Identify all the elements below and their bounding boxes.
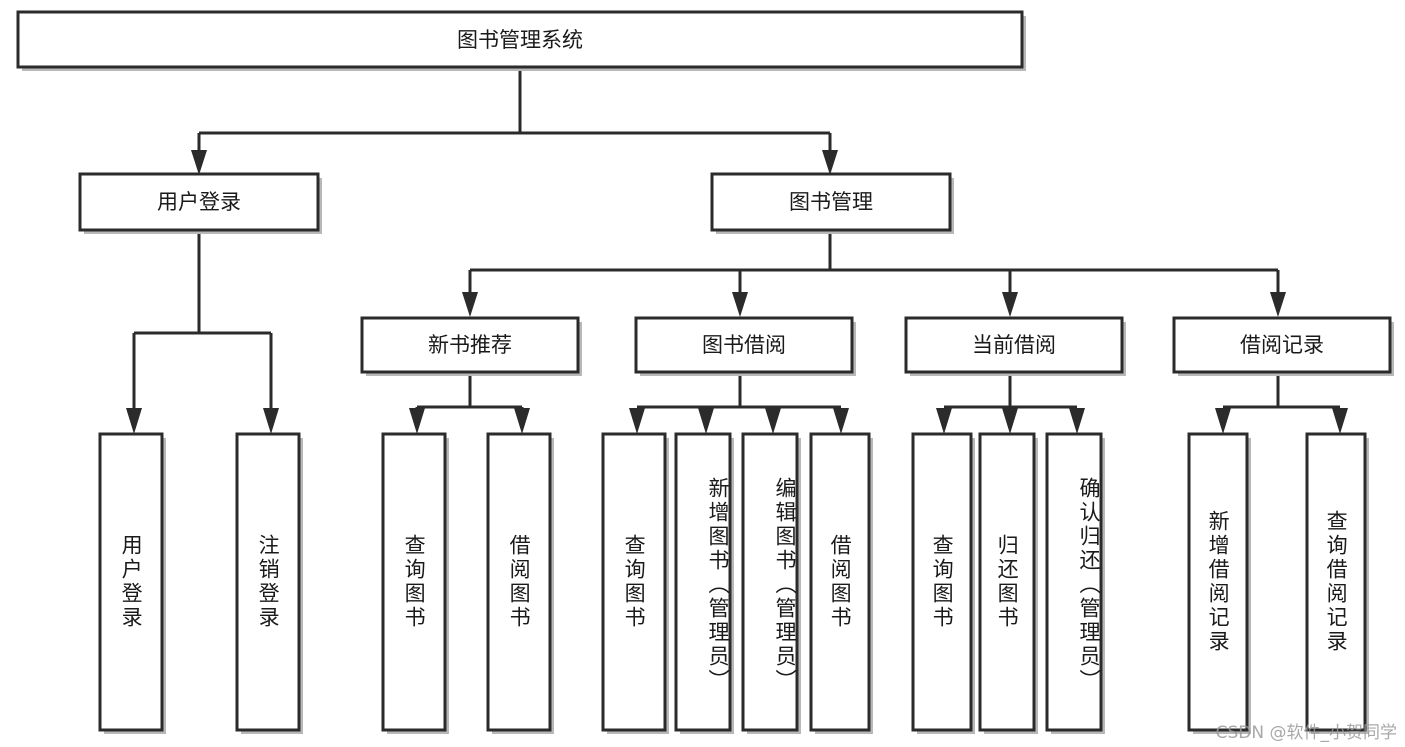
arrow-head-borrow <box>732 292 748 317</box>
node-current-borrow[interactable]: 当前借阅 <box>904 316 1126 376</box>
arrow-head-current-leaf-3 <box>1069 408 1085 434</box>
node-new-book-recommend-rect[interactable] <box>360 316 580 374</box>
leaf-4-rect[interactable] <box>601 432 667 732</box>
node-book-management[interactable]: 图书管理 <box>710 172 954 234</box>
watermark-text: CSDN @软件_小贺同学 <box>1215 723 1397 743</box>
arrow-head-current-leaf-2 <box>1002 408 1018 434</box>
arrow-head-login-leaf-1 <box>126 408 142 434</box>
leaf-7-rect[interactable] <box>809 432 871 732</box>
arrow-head-current-leaf-1 <box>936 408 952 434</box>
leaf-9-rect[interactable] <box>978 432 1036 732</box>
node-current-borrow-label: 当前借阅 <box>972 333 1056 357</box>
arrow-head-newbook-leaf-1 <box>409 408 425 434</box>
node-root-label: 图书管理系统 <box>457 28 583 52</box>
node-book-borrow-rect[interactable] <box>634 316 854 374</box>
node-user-login-rect[interactable] <box>78 172 320 232</box>
leaf-5-rect[interactable] <box>674 432 732 732</box>
leaf-10-rect[interactable] <box>1045 432 1103 732</box>
leaf-1-rect[interactable] <box>235 432 301 732</box>
leaf-11-rect[interactable] <box>1187 432 1249 732</box>
node-root-rect[interactable] <box>16 10 1024 69</box>
leaf-node-layer <box>98 432 1369 734</box>
node-root[interactable]: 图书管理系统 <box>16 10 1026 71</box>
arrow-head-record <box>1270 292 1286 317</box>
node-user-login[interactable]: 用户登录 <box>78 172 322 234</box>
leaf-12-rect[interactable] <box>1305 432 1367 732</box>
arrow-head-borrow-leaf-3 <box>765 408 781 434</box>
leaf-3-rect[interactable] <box>486 432 552 732</box>
arrow-head-newbook-leaf-2 <box>514 408 530 434</box>
arrow-head-newbook <box>462 292 478 317</box>
arrow-head-login-leaf-2 <box>263 408 279 434</box>
leaf-6-rect[interactable] <box>741 432 799 732</box>
arrow-head-to-bookmgmt <box>822 150 838 175</box>
node-new-book-recommend-label: 新书推荐 <box>428 333 512 357</box>
arrow-head-record-leaf-1 <box>1215 408 1231 434</box>
leaf-0-rect[interactable] <box>98 432 164 732</box>
node-new-book-recommend[interactable]: 新书推荐 <box>360 316 582 376</box>
arrow-head-record-leaf-2 <box>1332 408 1348 434</box>
leaf-2-rect[interactable] <box>381 432 447 732</box>
arrow-head-current <box>1002 292 1018 317</box>
node-borrow-record-rect[interactable] <box>1172 316 1392 374</box>
node-book-borrow[interactable]: 图书借阅 <box>634 316 856 376</box>
arrow-head-borrow-leaf-4 <box>833 408 849 434</box>
node-current-borrow-rect[interactable] <box>904 316 1124 374</box>
node-borrow-record[interactable]: 借阅记录 <box>1172 316 1394 376</box>
node-book-borrow-label: 图书借阅 <box>702 333 786 357</box>
node-book-management-label: 图书管理 <box>789 190 873 214</box>
arrow-head-borrow-leaf-2 <box>698 408 714 434</box>
node-borrow-record-label: 借阅记录 <box>1240 333 1324 357</box>
connector-layer <box>126 67 1348 434</box>
node-user-login-label: 用户登录 <box>157 190 241 214</box>
node-book-management-rect[interactable] <box>710 172 952 232</box>
arrow-head-to-login <box>191 150 207 175</box>
arrow-head-borrow-leaf-1 <box>629 408 645 434</box>
leaf-8-rect[interactable] <box>911 432 973 732</box>
